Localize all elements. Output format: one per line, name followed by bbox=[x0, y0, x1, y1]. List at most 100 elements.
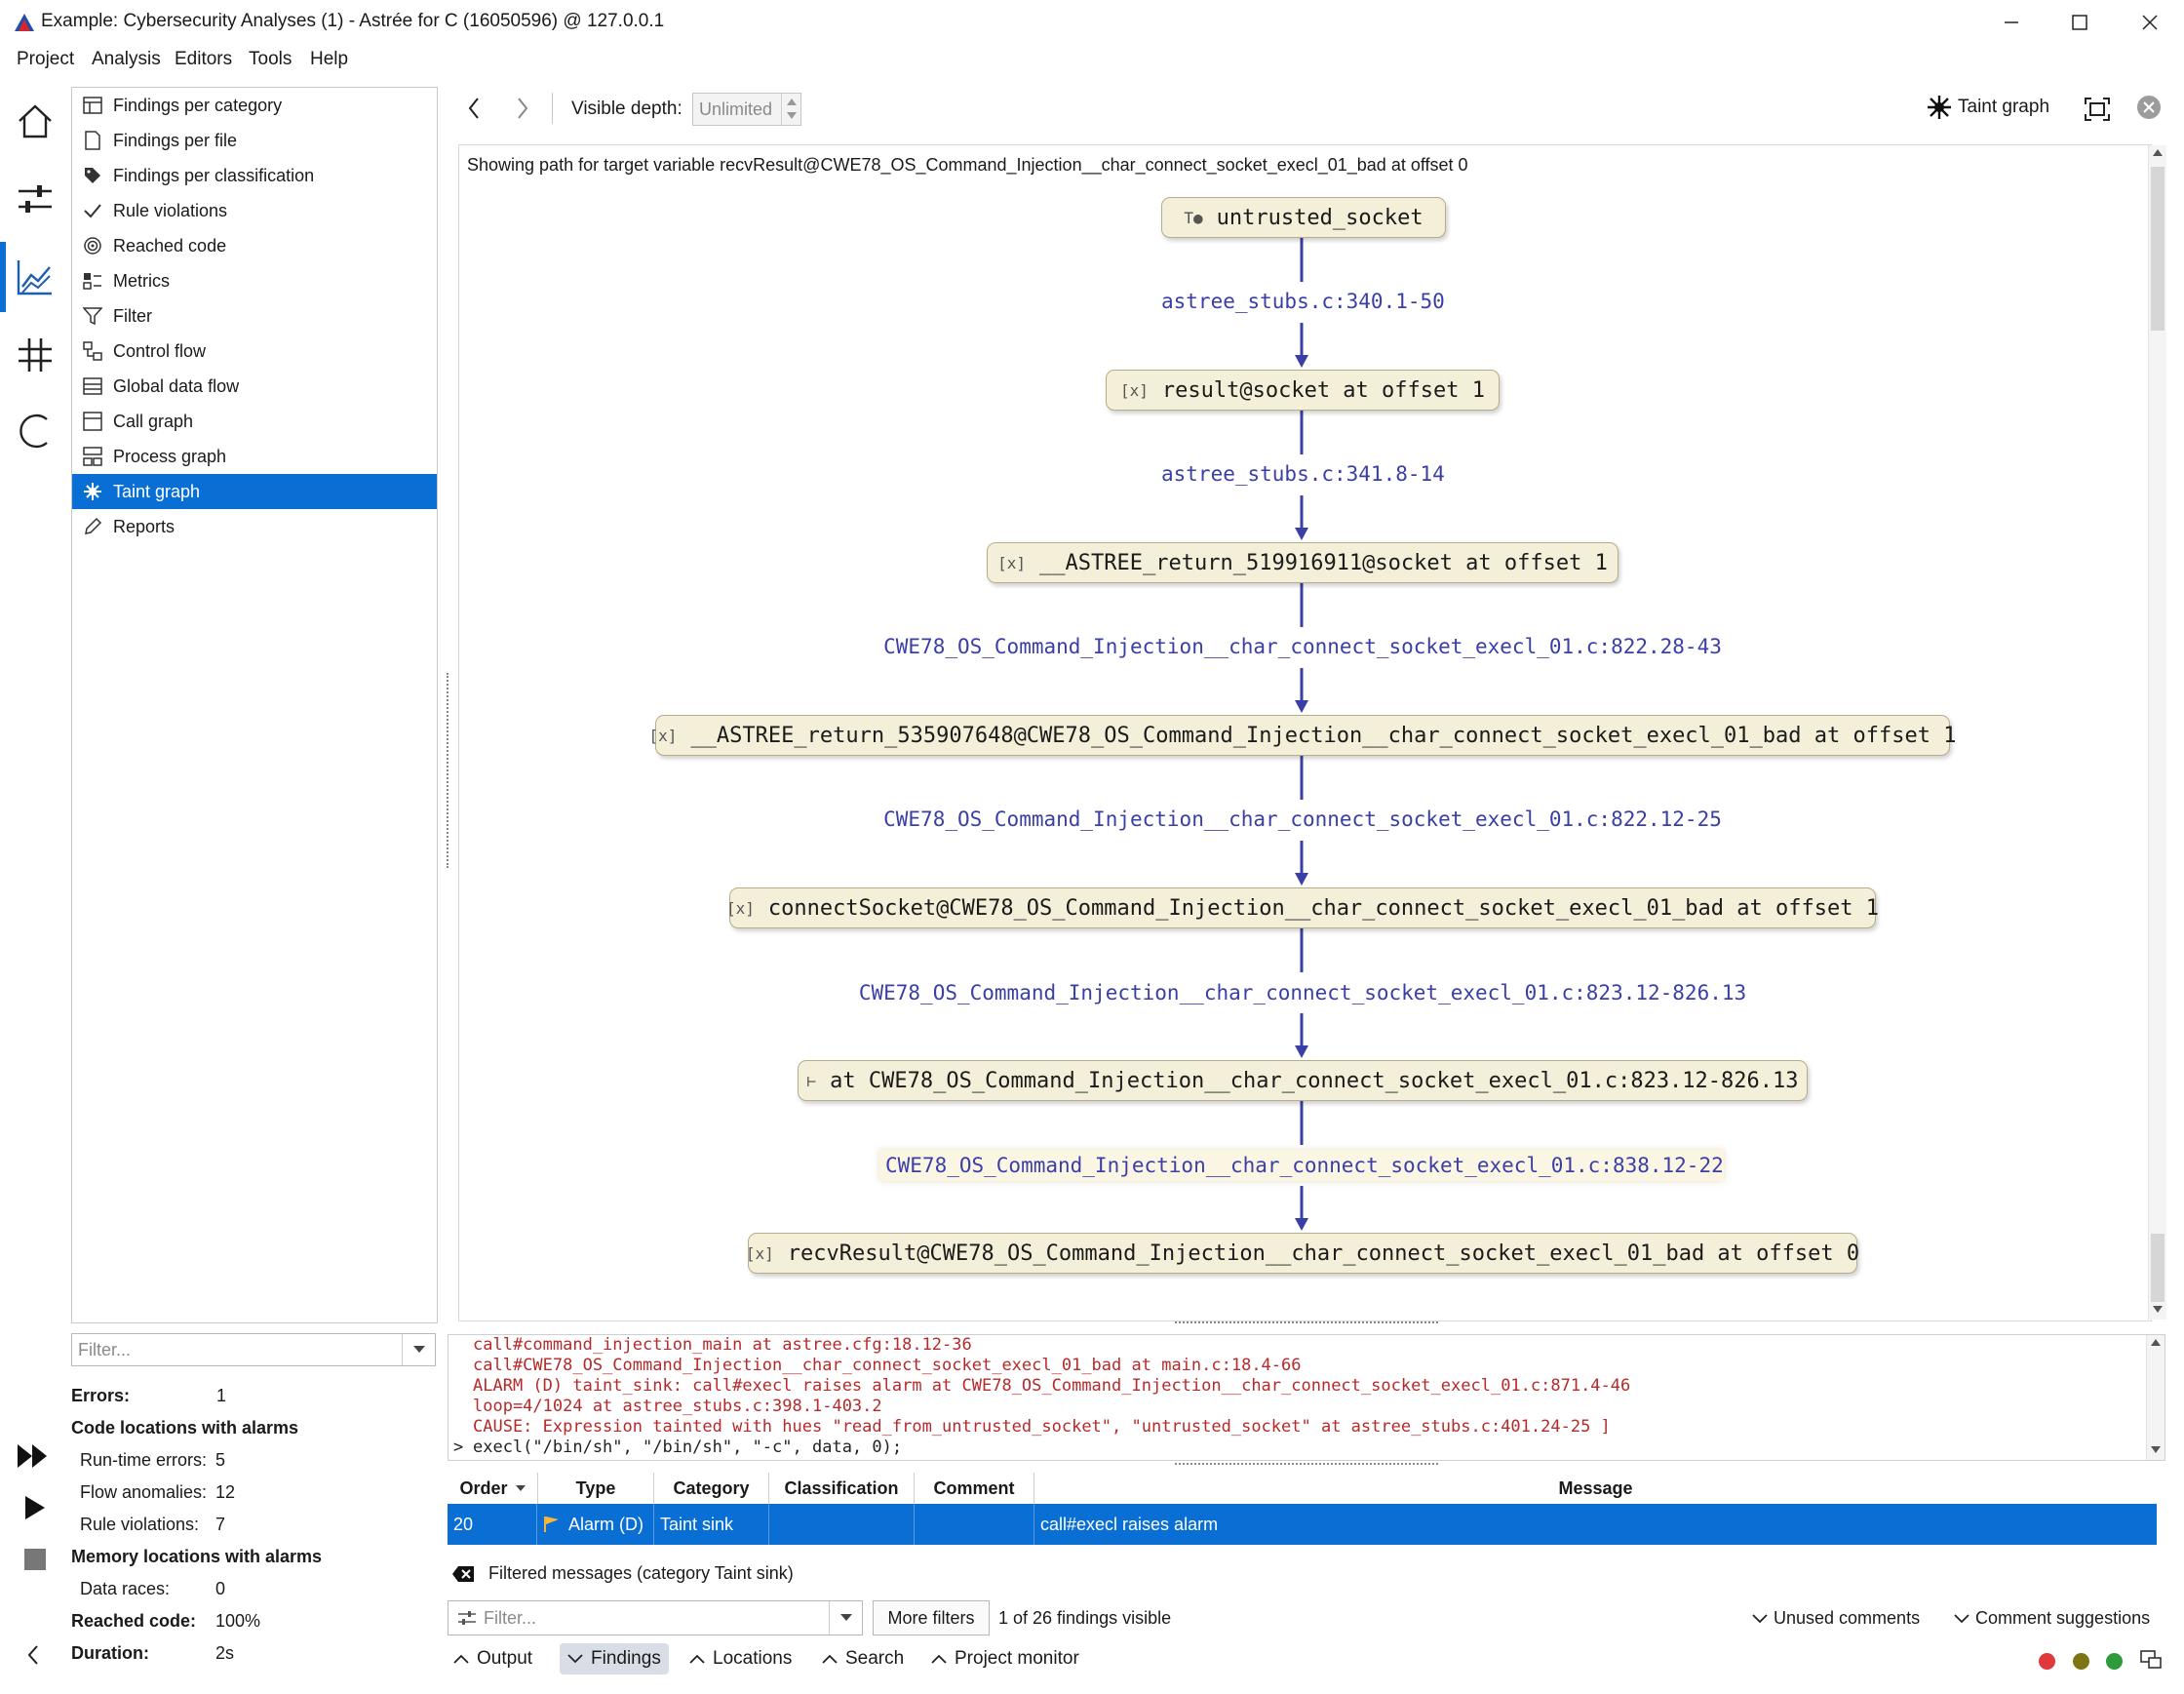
graph-node[interactable]: [x]__ASTREE_return_519916911@socket at o… bbox=[987, 542, 1618, 583]
fit-to-view-button[interactable] bbox=[2083, 95, 2112, 124]
collapse-sidebar-button[interactable] bbox=[25, 1643, 41, 1672]
rail-results-button[interactable] bbox=[0, 242, 70, 312]
tree-item-reached-code[interactable]: Reached code bbox=[72, 228, 437, 263]
graph-scrollbar-thumb-lower[interactable] bbox=[2151, 1234, 2164, 1302]
tree-item-findings-per-category[interactable]: Findings per category bbox=[72, 88, 437, 123]
cell-comment bbox=[915, 1504, 1034, 1545]
tree-item-process-graph[interactable]: Process graph bbox=[72, 439, 437, 474]
menu-help[interactable]: Help bbox=[310, 49, 349, 69]
depth-stepper[interactable] bbox=[781, 94, 801, 125]
column-header-order[interactable]: Order bbox=[448, 1473, 538, 1504]
maximize-button[interactable] bbox=[2048, 0, 2112, 45]
edge-arrowhead bbox=[1295, 1218, 1308, 1231]
activity-rail bbox=[0, 86, 70, 1694]
tree-item-metrics[interactable]: Metrics bbox=[72, 263, 437, 298]
chevron-up-icon bbox=[453, 1654, 469, 1664]
graph-node[interactable]: T● untrusted_socket bbox=[1161, 197, 1446, 238]
tree-item-control-flow[interactable]: Control flow bbox=[72, 334, 437, 369]
data-flow-icon bbox=[83, 377, 102, 395]
more-filters-button[interactable]: More filters bbox=[873, 1600, 990, 1635]
graph-node[interactable]: [x]recvResult@CWE78_OS_Command_Injection… bbox=[746, 1233, 1860, 1274]
tab-findings[interactable]: Findings bbox=[560, 1643, 669, 1674]
close-window-button[interactable] bbox=[2118, 0, 2182, 45]
menu-analysis[interactable]: Analysis bbox=[92, 49, 161, 69]
minimize-button[interactable] bbox=[1979, 0, 2044, 45]
visible-depth-spinbox[interactable]: Unlimited bbox=[692, 93, 801, 126]
run-all-button[interactable] bbox=[16, 1441, 51, 1476]
menu-tools[interactable]: Tools bbox=[249, 49, 292, 69]
flow-icon bbox=[83, 341, 102, 361]
horizontal-splitter[interactable] bbox=[1175, 1463, 1438, 1471]
rail-configuration-button[interactable] bbox=[0, 164, 70, 234]
tree-item-filter[interactable]: Filter bbox=[72, 298, 437, 334]
tree-item-call-graph[interactable]: Call graph bbox=[72, 404, 437, 439]
graph-node[interactable]: [x]connectSocket@CWE78_OS_Command_Inject… bbox=[726, 887, 1879, 928]
findings-filter-input[interactable]: Filter... bbox=[448, 1600, 863, 1635]
taint-graph-canvas[interactable]: Showing path for target variable recvRes… bbox=[458, 144, 2152, 1321]
node-label: result@socket at offset 1 bbox=[1161, 377, 1486, 403]
tree-item-label: Findings per classification bbox=[113, 165, 315, 185]
rail-home-button[interactable] bbox=[0, 86, 70, 156]
horizontal-splitter[interactable] bbox=[1175, 1321, 1438, 1329]
tree-item-global-data-flow[interactable]: Global data flow bbox=[72, 369, 437, 404]
graph-node[interactable]: ⊢at CWE78_OS_Command_Injection__char_con… bbox=[798, 1060, 1808, 1101]
column-header-comment[interactable]: Comment bbox=[915, 1473, 1034, 1504]
tree-filter-input[interactable]: Filter... bbox=[71, 1333, 436, 1366]
graph-node[interactable]: [x]result@socket at offset 1 bbox=[1106, 370, 1500, 411]
tree-item-label: Taint graph bbox=[113, 481, 201, 501]
column-header-type[interactable]: Type bbox=[538, 1473, 654, 1504]
unused-comments-toggle[interactable]: Unused comments bbox=[1752, 1608, 1920, 1629]
chevron-up-icon bbox=[2153, 149, 2163, 156]
column-header-message[interactable]: Message bbox=[1034, 1473, 2157, 1504]
alarm-detail-console[interactable]: call#command_injection_main at astree.cf… bbox=[448, 1334, 2165, 1461]
visible-depth-value: Unlimited bbox=[699, 99, 773, 119]
run-button[interactable] bbox=[23, 1493, 47, 1527]
node-label: recvResult@CWE78_OS_Command_Injection__c… bbox=[787, 1241, 1860, 1266]
arrow-right-icon bbox=[518, 98, 528, 119]
tree-item-findings-per-file[interactable]: Findings per file bbox=[72, 123, 437, 158]
tab-search[interactable]: Search bbox=[822, 1643, 904, 1674]
pen-icon bbox=[85, 517, 102, 534]
analysis-view-tree: Findings per category Findings per file … bbox=[71, 87, 438, 1323]
graph-scrollbar-thumb[interactable] bbox=[2151, 167, 2164, 331]
filter-icon bbox=[83, 307, 102, 326]
graph-scrollbar[interactable] bbox=[2148, 145, 2166, 1320]
tree-item-reports[interactable]: Reports bbox=[72, 509, 437, 544]
stop-button[interactable] bbox=[23, 1548, 47, 1576]
findings-table: Order Type Category Classification Comme… bbox=[448, 1473, 2157, 1547]
menu-project[interactable]: Project bbox=[17, 49, 75, 69]
tree-item-taint-graph[interactable]: Taint graph bbox=[72, 474, 437, 509]
tree-item-rule-violations[interactable]: Rule violations bbox=[72, 193, 437, 228]
console-scrollbar[interactable] bbox=[2146, 1335, 2164, 1460]
node-label: untrusted_socket bbox=[1216, 205, 1424, 230]
tree-filter-dropdown[interactable] bbox=[402, 1334, 436, 1365]
node-label: at CWE78_OS_Command_Injection__char_conn… bbox=[830, 1068, 1799, 1093]
rail-refresh-button[interactable] bbox=[0, 396, 70, 466]
chart-icon bbox=[17, 260, 52, 295]
metrics-icon bbox=[83, 273, 101, 290]
graph-toolbar: Visible depth: Unlimited Taint graph bbox=[448, 87, 2164, 130]
column-header-classification[interactable]: Classification bbox=[769, 1473, 915, 1504]
window-title: Example: Cybersecurity Analyses (1) - As… bbox=[41, 11, 665, 31]
findings-filter-dropdown[interactable] bbox=[829, 1601, 863, 1635]
tab-locations[interactable]: Locations bbox=[689, 1643, 792, 1674]
comment-suggestions-toggle[interactable]: Comment suggestions bbox=[1954, 1608, 2150, 1629]
menu-editors[interactable]: Editors bbox=[175, 49, 233, 69]
column-header-category[interactable]: Category bbox=[654, 1473, 769, 1504]
graph-node[interactable]: [x]__ASTREE_return_535907648@CWE78_OS_Co… bbox=[649, 715, 1956, 756]
tab-output[interactable]: Output bbox=[453, 1643, 532, 1674]
close-view-button[interactable] bbox=[2137, 96, 2161, 119]
clear-filter-icon[interactable] bbox=[451, 1565, 475, 1583]
connection-status[interactable] bbox=[2140, 1650, 2162, 1674]
taint-source-icon: T● bbox=[1184, 208, 1203, 227]
tree-item-findings-per-classification[interactable]: Findings per classification bbox=[72, 158, 437, 193]
runtime-errors-value: 5 bbox=[215, 1450, 226, 1470]
rail-statistics-button[interactable] bbox=[0, 320, 70, 390]
tab-project-monitor[interactable]: Project monitor bbox=[931, 1643, 1079, 1674]
edge-label-highlighted: CWE78_OS_Command_Injection__char_connect… bbox=[879, 1150, 1724, 1181]
edge-label: astree_stubs.c:340.1-50 bbox=[1161, 290, 1445, 313]
vertical-splitter[interactable] bbox=[447, 673, 456, 868]
console-line: loop=4/1024 at astree_stubs.c:398.1-403.… bbox=[473, 1397, 882, 1416]
back-button[interactable] bbox=[460, 95, 488, 122]
forward-button[interactable] bbox=[509, 95, 536, 122]
